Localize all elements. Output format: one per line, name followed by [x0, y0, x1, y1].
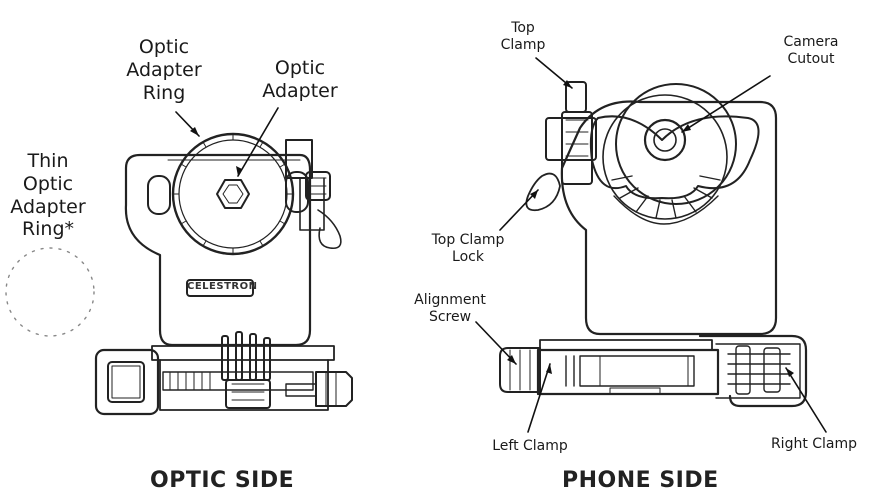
arrow-right-clamp [785, 367, 827, 433]
brand-plate [186, 279, 254, 297]
arrow-top-clamp-lock [499, 189, 539, 231]
camera-cutout-ring [643, 118, 687, 162]
label-right-clamp: Right Clamp [770, 436, 858, 452]
label-top-clamp-lock: Top Clamp Lock [431, 232, 505, 265]
arrow-optic-adapter [237, 107, 279, 177]
arrow-alignment-screw [475, 321, 517, 365]
label-optic-adapter-ring: Optic Adapter Ring [126, 36, 202, 104]
label-left-clamp: Left Clamp [492, 438, 568, 454]
arrow-heads [190, 80, 794, 377]
optic-side-device [94, 132, 353, 416]
label-top-clamp: Top Clamp [500, 20, 546, 53]
arrow-camera-cutout [681, 75, 771, 133]
label-camera-cutout: Camera Cutout [783, 34, 839, 67]
brand-label: CELESTRON [187, 281, 258, 292]
arrow-left-clamp [527, 363, 551, 433]
thin-ring-outline [5, 247, 95, 337]
title-phone-side: PHONE SIDE [562, 468, 719, 493]
label-alignment-screw: Alignment Screw [414, 292, 486, 325]
label-thin-optic-adapter-ring: Thin Optic Adapter Ring* [10, 150, 86, 241]
title-optic-side: OPTIC SIDE [150, 468, 295, 493]
label-optic-adapter: Optic Adapter [262, 57, 338, 102]
phone-side-device [499, 81, 808, 408]
